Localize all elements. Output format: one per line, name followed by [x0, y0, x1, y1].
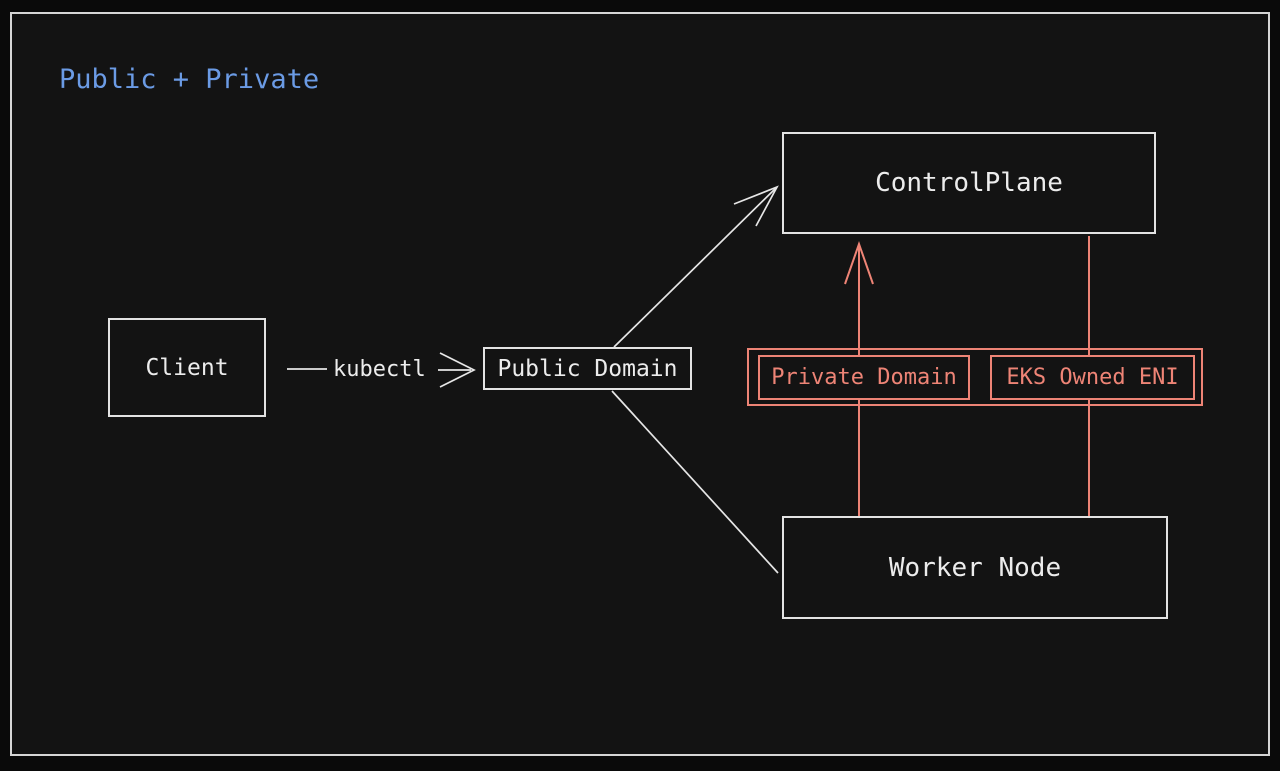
kubectl-arrowhead-icon: [439, 352, 476, 388]
node-private-domain-label: Private Domain: [771, 365, 957, 390]
privatedomain-arrowhead-icon: [844, 240, 874, 285]
node-eks-owned-eni-label: EKS Owned ENI: [1006, 365, 1179, 390]
edge-label-kubectl: kubectl: [333, 357, 426, 382]
node-client-label: Client: [145, 354, 229, 381]
edge-publicdomain-workernode-line: [611, 390, 779, 574]
edge-publicdomain-controlplane-line: [613, 186, 778, 348]
node-public-domain-label: Public Domain: [497, 355, 678, 382]
private-access-group: [747, 348, 1203, 406]
controlplane-arrowhead-icon: [733, 185, 779, 227]
node-control-plane: ControlPlane: [782, 132, 1156, 234]
node-control-plane-label: ControlPlane: [875, 168, 1063, 198]
node-public-domain: Public Domain: [483, 347, 692, 390]
diagram-title: Public + Private: [59, 64, 320, 95]
node-worker-node: Worker Node: [782, 516, 1168, 619]
node-eks-owned-eni: EKS Owned ENI: [990, 355, 1195, 400]
node-client: Client: [108, 318, 266, 417]
node-worker-node-label: Worker Node: [888, 552, 1062, 583]
node-private-domain: Private Domain: [758, 355, 970, 400]
